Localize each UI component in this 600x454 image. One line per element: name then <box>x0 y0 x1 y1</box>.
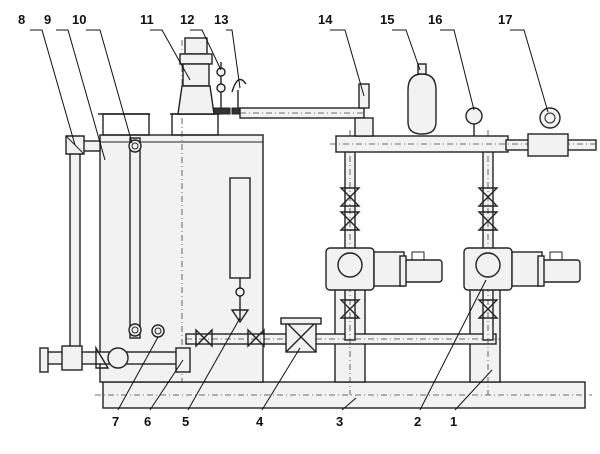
pipe-fitting <box>61 345 83 371</box>
sight-glass-valve <box>128 139 142 153</box>
check-valve <box>339 187 361 207</box>
isolation-valve <box>339 211 361 231</box>
damper-cap <box>417 63 427 75</box>
callout-12: 12 <box>180 12 194 27</box>
agitator-motor-top <box>184 37 208 55</box>
agitator-gearbox <box>177 85 215 115</box>
suction-valve <box>339 299 361 319</box>
pump-gearbox <box>511 251 543 287</box>
callout-16: 16 <box>428 12 442 27</box>
tank-lid <box>102 113 150 136</box>
flow-meter-valve <box>230 309 250 324</box>
pump-motor <box>403 259 443 283</box>
ball-valve <box>195 328 213 348</box>
pump-chamber <box>337 252 363 278</box>
callout-8: 8 <box>18 12 25 27</box>
pump-chamber <box>475 252 501 278</box>
callout-4: 4 <box>256 414 264 429</box>
valve-7 <box>107 347 129 369</box>
level-switch-12 <box>216 67 226 77</box>
callout-13: 13 <box>214 12 228 27</box>
pump-gearbox <box>373 251 405 287</box>
callout-5: 5 <box>182 414 189 429</box>
callout-14: 14 <box>318 12 333 27</box>
callout-1: 1 <box>450 414 457 429</box>
sight-glass-valve <box>128 323 142 337</box>
suction-valve <box>477 299 499 319</box>
drain-port-7 <box>151 324 165 338</box>
level-switch-12 <box>216 83 226 93</box>
tank-lid <box>171 113 219 136</box>
ball-valve <box>247 328 265 348</box>
strainer-cap <box>280 317 322 325</box>
level-sight-glass <box>129 137 141 339</box>
valve-body <box>95 345 110 369</box>
pump-motor <box>541 259 581 283</box>
pulsation-damper <box>407 73 437 135</box>
motor-flange <box>537 255 545 287</box>
pressure-gauge <box>465 107 483 125</box>
flow-meter <box>229 177 251 279</box>
outlet-fitting <box>527 133 569 157</box>
callout-11: 11 <box>140 12 154 27</box>
check-valve <box>477 187 499 207</box>
callout-2: 2 <box>414 414 421 429</box>
callout-15: 15 <box>380 12 394 27</box>
motor-flange <box>399 255 407 287</box>
callout-6: 6 <box>144 414 151 429</box>
isolation-valve <box>477 211 499 231</box>
fitting <box>213 107 231 115</box>
flange <box>39 347 49 373</box>
callout-3: 3 <box>336 414 343 429</box>
callout-9: 9 <box>44 12 51 27</box>
agitator-motor-flange <box>179 53 213 65</box>
safety-valve-body <box>354 117 374 137</box>
callout-7: 7 <box>112 414 119 429</box>
callout-17: 17 <box>498 12 512 27</box>
callout-10: 10 <box>72 12 86 27</box>
circulation-pipe <box>69 149 81 361</box>
back-pressure-gauge <box>539 107 561 129</box>
